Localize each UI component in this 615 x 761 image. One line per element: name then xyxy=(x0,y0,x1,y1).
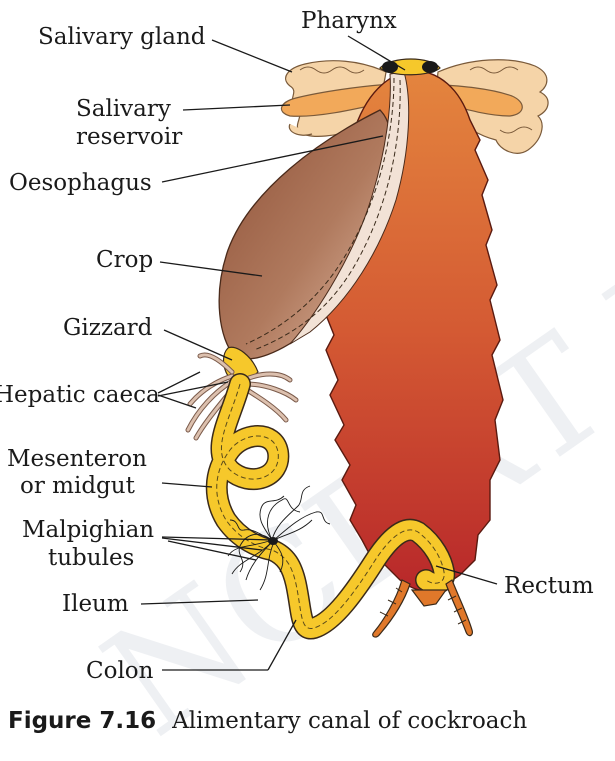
salivary-reservoir-left xyxy=(280,83,397,117)
label-salivary-reservoir-line2: reservoir xyxy=(76,124,182,150)
malpighian-junction xyxy=(268,537,278,545)
label-salivary-reservoir-line1: Salivary xyxy=(76,96,171,122)
gut-tube xyxy=(205,373,456,640)
label-rectum: Rectum xyxy=(504,573,594,599)
label-mesenteron-line2: or midgut xyxy=(20,473,136,499)
hepatic-caeca-fill xyxy=(186,353,298,440)
label-malpighian-line2: tubules xyxy=(48,545,134,571)
label-oesophagus: Oesophagus xyxy=(9,170,152,196)
oesophagus-dashed-wall xyxy=(253,79,401,351)
pharynx xyxy=(379,58,441,76)
label-malpighian-line1: Malpighian xyxy=(22,517,154,543)
label-salivary-gland: Salivary gland xyxy=(38,24,206,50)
label-gizzard: Gizzard xyxy=(63,315,153,341)
anal-cerci xyxy=(372,579,473,638)
label-colon: Colon xyxy=(86,658,154,684)
leader-lines xyxy=(140,35,498,671)
figure-caption: Figure 7.16 Alimentary canal of cockroach xyxy=(8,708,608,734)
figure-number: Figure 7.16 xyxy=(8,708,157,734)
malpighian-tubules xyxy=(227,485,331,591)
labels: Pharynx Salivary gland Salivary reservoi… xyxy=(0,8,594,684)
label-ileum: Ileum xyxy=(62,591,129,617)
label-mesenteron-line1: Mesenteron xyxy=(7,446,147,472)
oesophagus xyxy=(289,71,410,345)
label-crop: Crop xyxy=(96,247,153,273)
crop-dashed-wall xyxy=(245,77,395,345)
figure-caption-text: Alimentary canal of cockroach xyxy=(172,708,528,734)
label-hepatic-caeca: Hepatic caeca xyxy=(0,382,160,408)
label-pharynx: Pharynx xyxy=(301,8,397,34)
